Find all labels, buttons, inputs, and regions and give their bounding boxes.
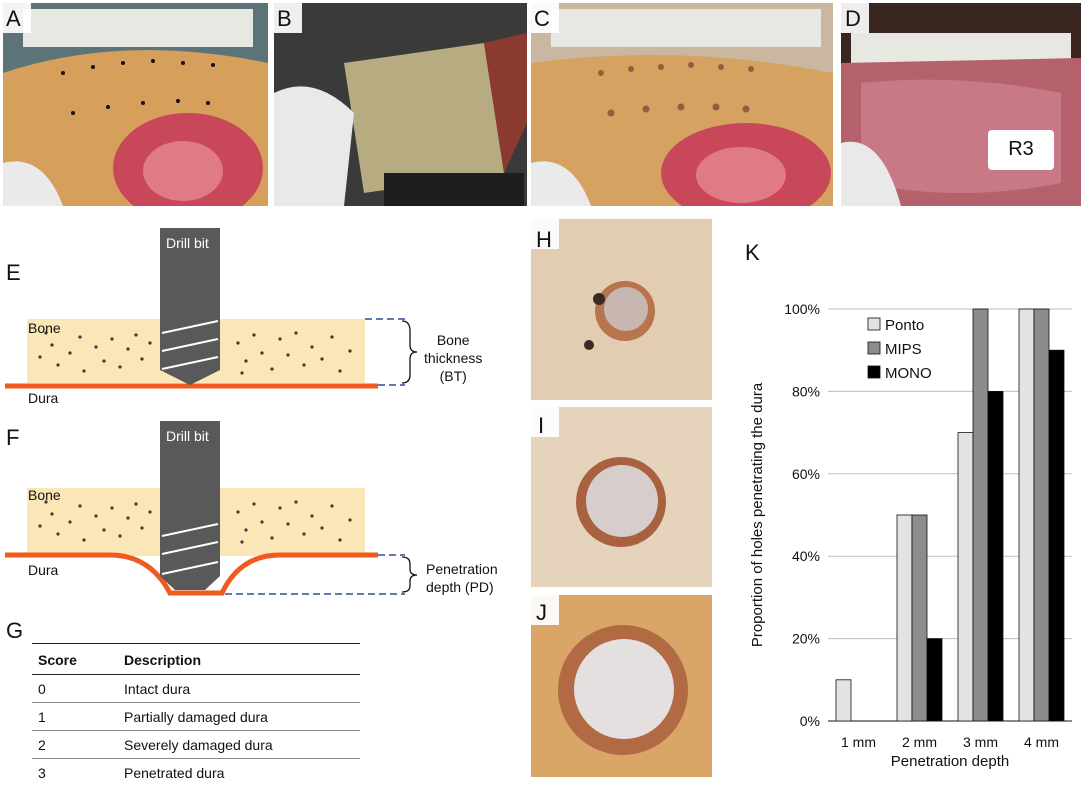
y-tick-label: 100% xyxy=(784,301,820,317)
bt-label-line2: thickness xyxy=(424,349,482,367)
table-cell: Partially damaged dura xyxy=(118,703,360,731)
bone-thickness-label: Bone thickness (BT) xyxy=(424,331,482,385)
y-tick-label: 20% xyxy=(792,631,820,647)
photo-panel-j xyxy=(531,595,712,777)
bone-label-e: Bone xyxy=(28,320,61,336)
bar-chart: 0% 20% 40% 60% 80% 100% 1 mm 2 mm 3 mm 4 mm Penetr… xyxy=(740,290,1080,778)
y-tick-label: 60% xyxy=(792,466,820,482)
x-axis-label: Penetration depth xyxy=(891,753,1009,770)
table-header-score: Score xyxy=(32,644,118,675)
drill-bit-icon xyxy=(160,228,220,385)
bar-mips xyxy=(973,309,988,721)
table-cell: Severely damaged dura xyxy=(118,731,360,759)
panel-letter-c: C xyxy=(534,6,550,32)
bracket-lines xyxy=(365,319,405,385)
dura-label-f: Dura xyxy=(28,562,58,578)
x-tick-label: 1 mm xyxy=(841,734,876,750)
y-tick-label: 40% xyxy=(792,548,820,564)
table-row: 3 Penetrated dura xyxy=(32,759,360,786)
table-header-row: Score Description xyxy=(32,644,360,675)
bar-mono xyxy=(927,639,942,721)
x-tick-label: 4 mm xyxy=(1024,734,1059,750)
bar-mono xyxy=(988,391,1003,721)
legend-label-ponto: Ponto xyxy=(885,317,924,334)
photo-c-image xyxy=(531,3,833,206)
table-cell: 3 xyxy=(32,759,118,786)
bt-label-line1: Bone xyxy=(424,331,482,349)
y-tick-label: 0% xyxy=(800,713,820,729)
photo-panel-a xyxy=(3,3,268,206)
curly-brace-icon xyxy=(402,321,417,383)
panel-letter-g: G xyxy=(6,618,23,644)
bar-ponto xyxy=(1019,309,1034,721)
photo-d-image xyxy=(841,3,1081,206)
pd-label-line1: Penetration xyxy=(426,560,498,578)
curly-brace-icon xyxy=(402,557,417,592)
dura-label-e: Dura xyxy=(28,390,58,406)
penetration-depth-label: Penetration depth (PD) xyxy=(426,560,498,596)
bar-ponto xyxy=(836,680,851,721)
drill-label-f: Drill bit xyxy=(166,428,209,444)
pd-label-line2: depth (PD) xyxy=(426,578,498,596)
drill-bit-icon xyxy=(160,421,220,590)
legend-swatch-mono xyxy=(868,366,880,378)
photo-panel-h xyxy=(531,219,712,400)
legend-swatch-mips xyxy=(868,342,880,354)
bar-mono xyxy=(1049,350,1064,721)
panel-letter-b: B xyxy=(277,6,292,32)
x-tick-label: 2 mm xyxy=(902,734,937,750)
bar-mips xyxy=(912,515,927,721)
photo-panel-b xyxy=(274,3,527,206)
diagram-penetration-depth xyxy=(0,418,480,608)
panel-letter-a: A xyxy=(6,6,21,32)
legend-label-mips: MIPS xyxy=(885,341,922,358)
panel-letter-d: D xyxy=(845,6,861,32)
photo-a-image xyxy=(3,3,268,206)
legend-swatch-ponto xyxy=(868,318,880,330)
photo-b-image xyxy=(274,3,527,206)
photo-panel-c xyxy=(531,3,833,206)
bar-mips xyxy=(1034,309,1049,721)
bar-ponto xyxy=(897,515,912,721)
specimen-label: R3 xyxy=(988,138,1054,161)
bone-label-f: Bone xyxy=(28,487,61,503)
y-axis-label: Proportion of holes penetrating the dura xyxy=(749,382,766,647)
table-cell: Intact dura xyxy=(118,675,360,703)
panel-letter-h: H xyxy=(536,227,552,253)
y-tick-label: 80% xyxy=(792,383,820,399)
bt-label-line3: (BT) xyxy=(424,367,482,385)
bar-ponto xyxy=(958,433,973,721)
x-tick-label: 3 mm xyxy=(963,734,998,750)
photo-panel-i xyxy=(531,407,712,587)
table-header-description: Description xyxy=(118,644,360,675)
photo-panel-d: R3 xyxy=(841,3,1081,206)
table-cell: Penetrated dura xyxy=(118,759,360,786)
table-row: 0 Intact dura xyxy=(32,675,360,703)
panel-letter-k: K xyxy=(745,240,760,266)
damage-score-table: Score Description 0 Intact dura 1 Partia… xyxy=(32,643,360,786)
table-row: 1 Partially damaged dura xyxy=(32,703,360,731)
table-cell: 2 xyxy=(32,731,118,759)
diagram-bone-thickness xyxy=(0,225,480,405)
table-cell: 0 xyxy=(32,675,118,703)
panel-letter-i: I xyxy=(538,413,544,439)
panel-letter-j: J xyxy=(536,600,547,626)
table-row: 2 Severely damaged dura xyxy=(32,731,360,759)
drill-label-e: Drill bit xyxy=(166,235,209,251)
legend-label-mono: MONO xyxy=(885,365,932,382)
table-cell: 1 xyxy=(32,703,118,731)
